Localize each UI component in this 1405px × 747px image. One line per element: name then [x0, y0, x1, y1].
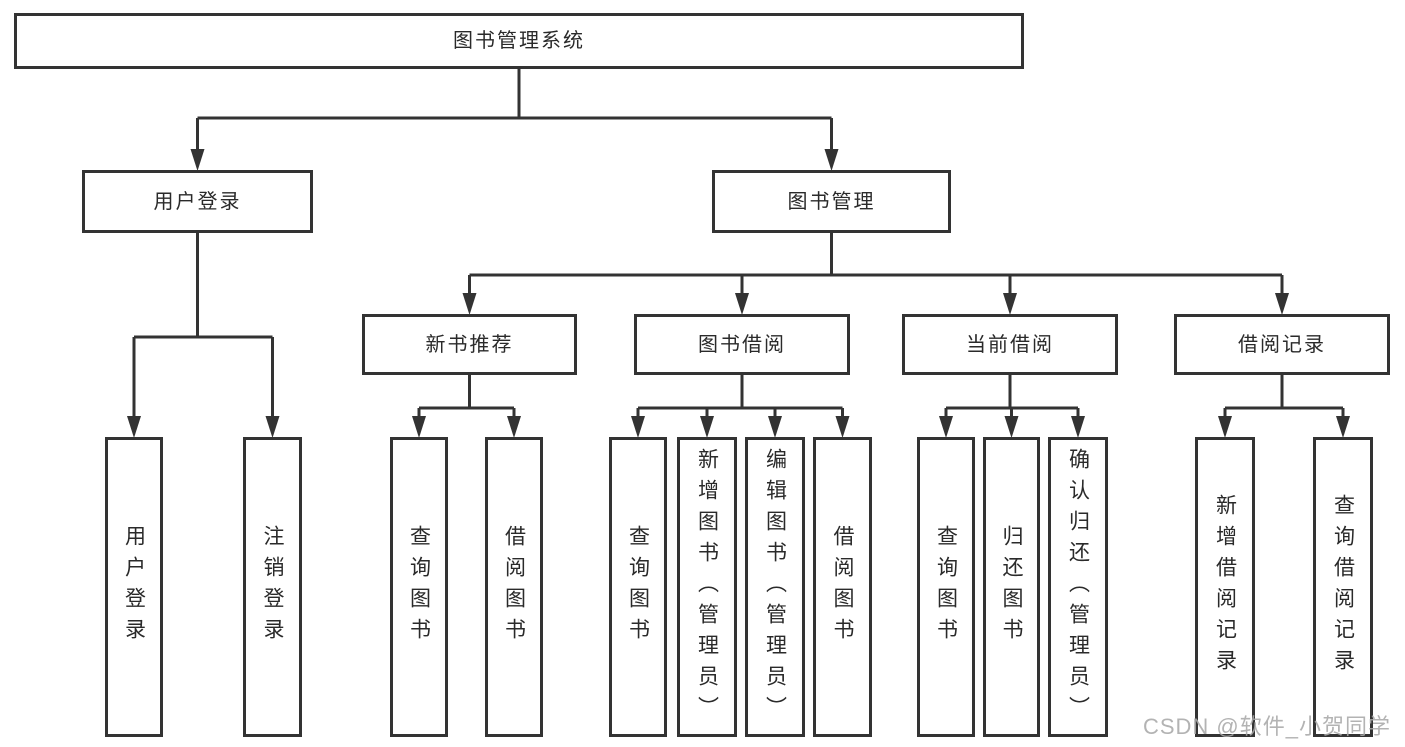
leaf-return-book: 归还图书: [983, 437, 1040, 737]
leaf-add-borrow-record: 新增借阅记录: [1195, 437, 1255, 737]
leaf-logout: 注销登录: [243, 437, 302, 737]
node-book-management: 图书管理: [712, 170, 951, 233]
node-root: 图书管理系统: [14, 13, 1024, 69]
csdn-watermark: CSDN @软件_小贺同学: [1142, 714, 1391, 739]
leaf-user-login: 用户登录: [105, 437, 163, 737]
leaf-confirm-return-admin: 确认归还（管理员）: [1048, 437, 1108, 737]
leaf-borrow-book-1: 借阅图书: [485, 437, 543, 737]
node-new-book-recommend: 新书推荐: [362, 314, 577, 375]
leaf-query-book-3: 查询图书: [917, 437, 975, 737]
node-borrow-record: 借阅记录: [1174, 314, 1390, 375]
leaf-query-borrow-record: 查询借阅记录: [1313, 437, 1373, 737]
leaf-query-book-1: 查询图书: [390, 437, 448, 737]
node-current-borrow: 当前借阅: [902, 314, 1118, 375]
leaf-borrow-book-2: 借阅图书: [813, 437, 872, 737]
leaf-edit-book-admin: 编辑图书（管理员）: [745, 437, 805, 737]
leaf-add-book-admin: 新增图书（管理员）: [677, 437, 737, 737]
node-book-borrow: 图书借阅: [634, 314, 850, 375]
node-user-login: 用户登录: [82, 170, 313, 233]
leaf-query-book-2: 查询图书: [609, 437, 667, 737]
